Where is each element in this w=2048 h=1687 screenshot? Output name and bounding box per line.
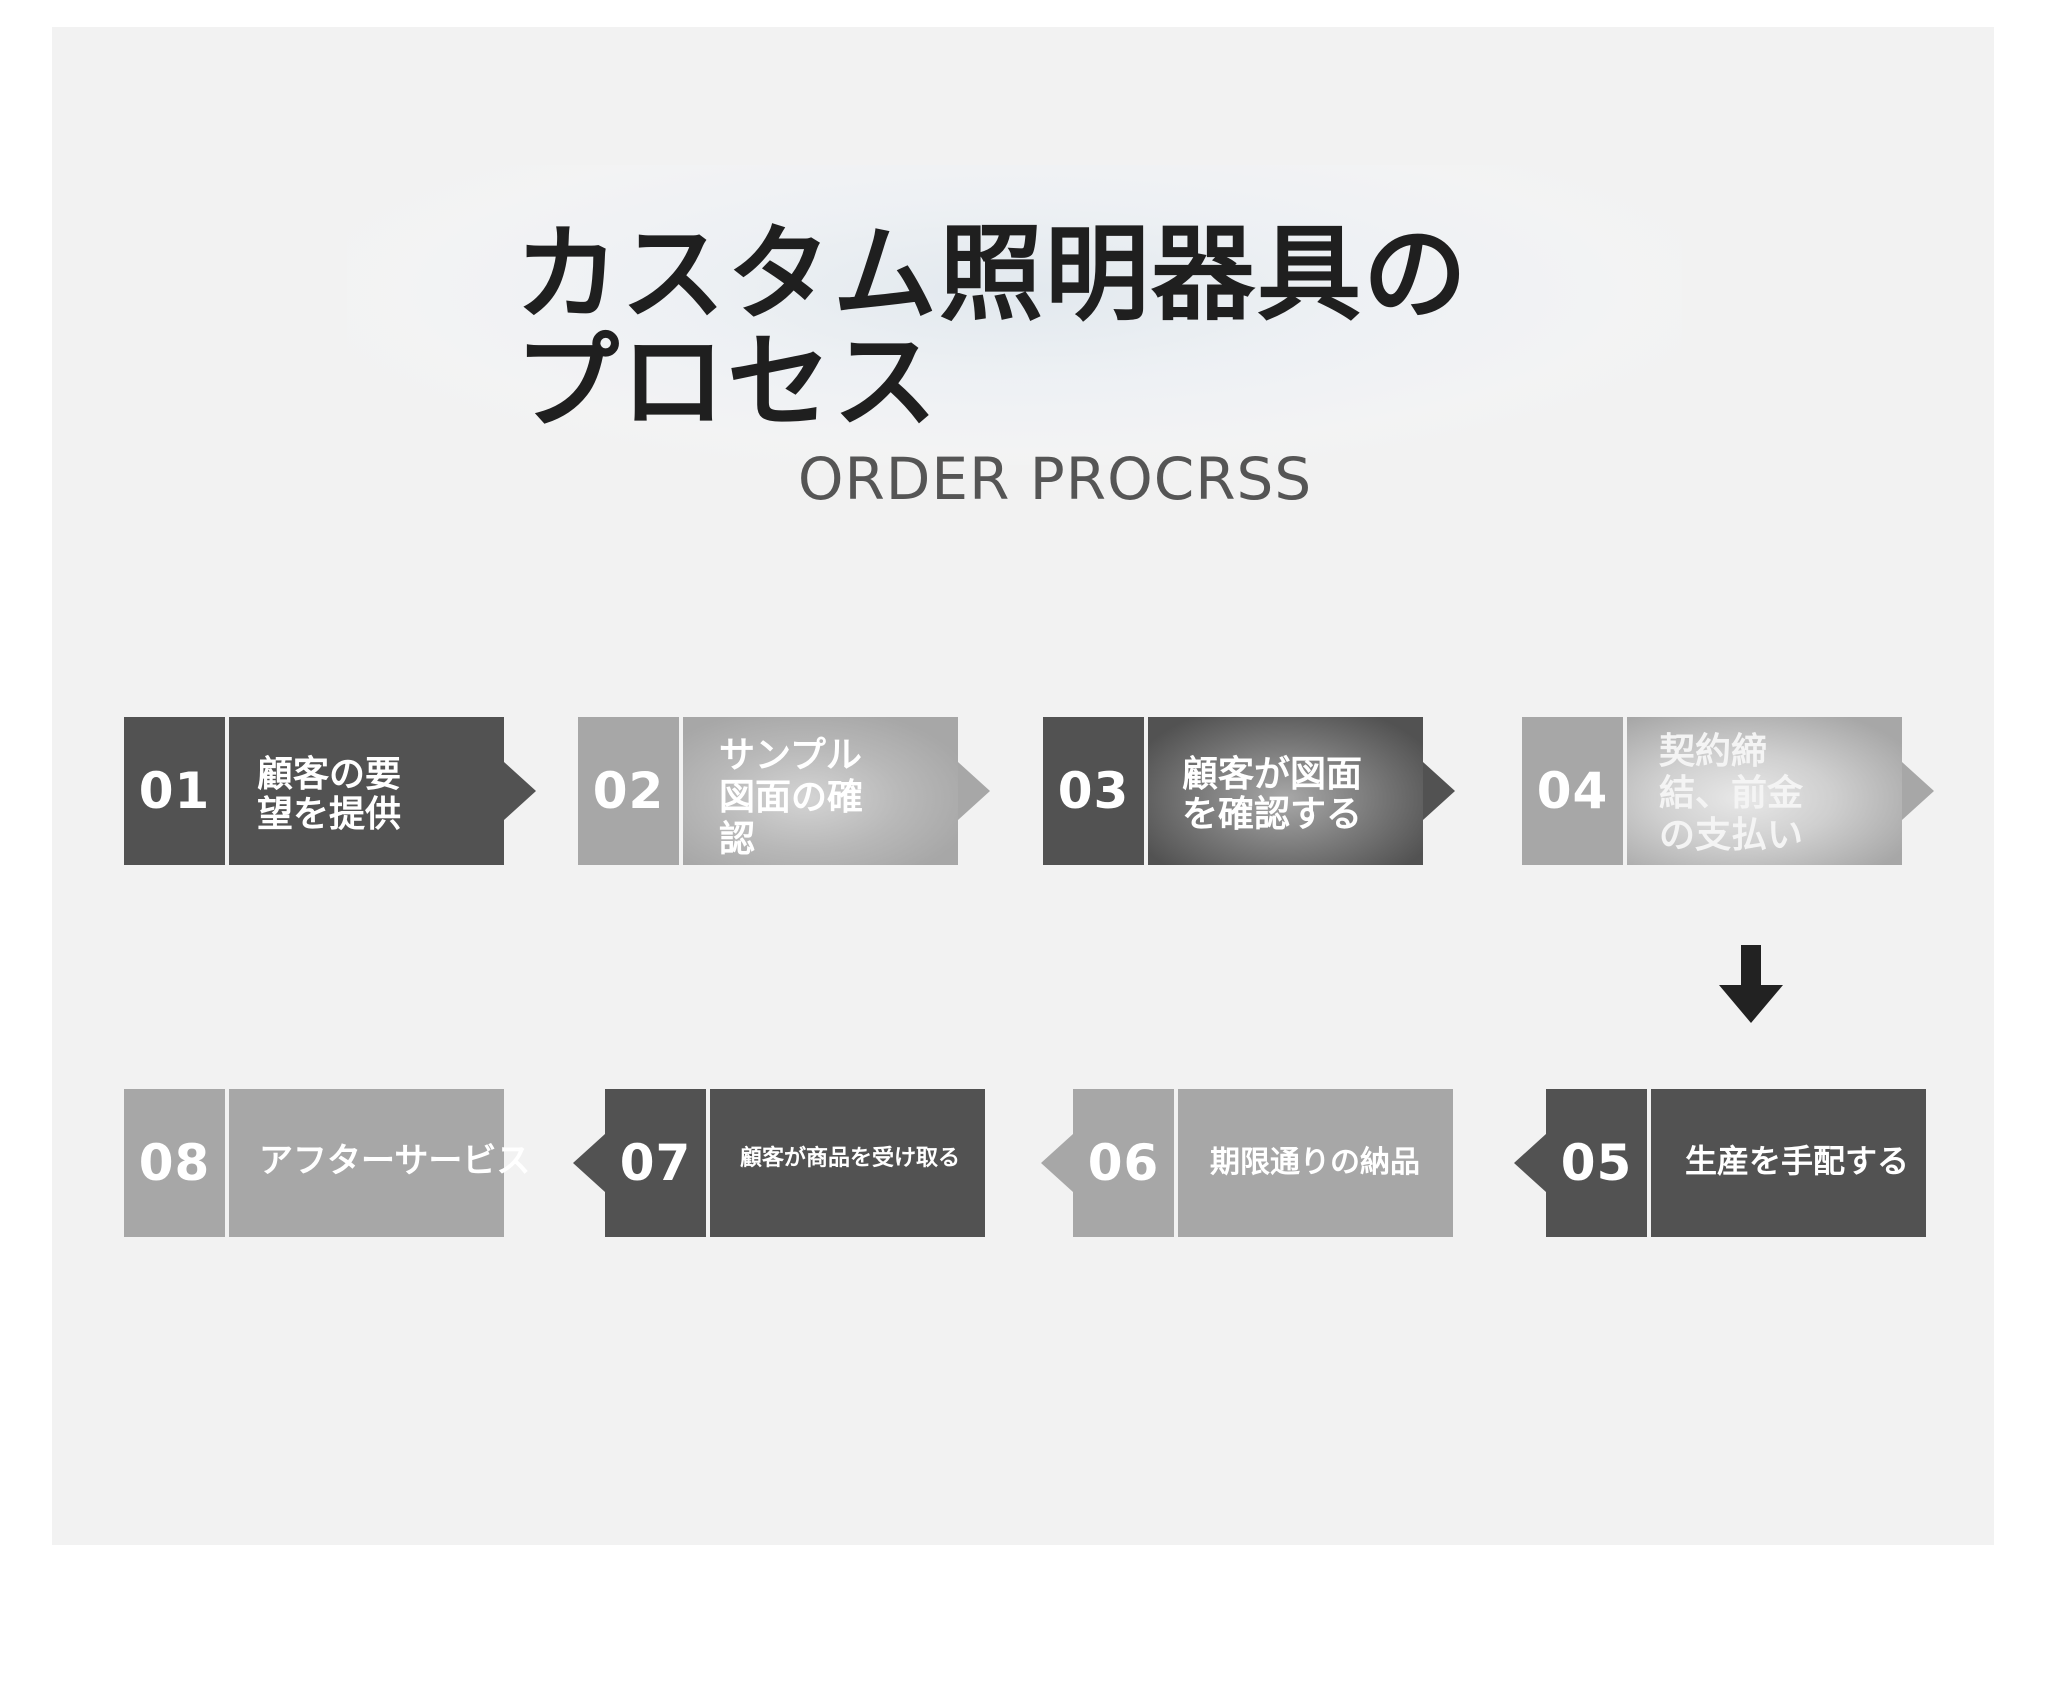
arrow-down-icon [1719, 945, 1783, 1023]
arrow-right-icon [1423, 762, 1455, 820]
arrow-left-icon [573, 1134, 605, 1192]
step-label: 期限通りの納品 [1210, 1145, 1420, 1180]
step-label: 顧客が商品を受け取る [740, 1146, 961, 1171]
step-number: 05 [1546, 1089, 1647, 1237]
process-step-07: 07 顧客が商品を受け取る [573, 1089, 985, 1237]
step-label: サンプル図面の確認 [719, 735, 864, 860]
page-title: カスタム照明器具のプロセス [515, 213, 1470, 443]
process-step-05: 05 生産を手配する [1514, 1089, 1926, 1237]
arrow-right-icon [958, 762, 990, 820]
step-label: 契約締結、前金の支払い [1659, 731, 1804, 856]
process-step-01: 01 顧客の要望を提供 [124, 717, 536, 865]
step-number: 03 [1043, 717, 1144, 865]
process-step-04: 04 契約締結、前金の支払い [1522, 717, 1934, 865]
arrow-right-icon [504, 762, 536, 820]
step-number: 01 [124, 717, 225, 865]
step-label: 顧客の要望を提供 [257, 754, 402, 835]
page-subtitle: ORDER PROCRSS [797, 445, 1313, 513]
step-label: アフターサービス [259, 1141, 531, 1181]
step-number: 06 [1073, 1089, 1174, 1237]
process-step-06: 06 期限通りの納品 [1041, 1089, 1453, 1237]
arrow-right-icon [1902, 762, 1934, 820]
process-step-03: 03 顧客が図面を確認する [1043, 717, 1455, 865]
step-number: 08 [124, 1089, 225, 1237]
process-step-02: 02 サンプル図面の確認 [578, 717, 990, 865]
step-label: 顧客が図面を確認する [1182, 754, 1363, 835]
process-step-08: 08 アフターサービス [124, 1089, 530, 1237]
step-label: 生産を手配する [1685, 1142, 1910, 1180]
arrow-left-icon [1041, 1134, 1073, 1192]
step-number: 07 [605, 1089, 706, 1237]
arrow-left-icon [1514, 1134, 1546, 1192]
title-glow [347, 165, 1682, 465]
step-number: 04 [1522, 717, 1623, 865]
step-number: 02 [578, 717, 679, 865]
